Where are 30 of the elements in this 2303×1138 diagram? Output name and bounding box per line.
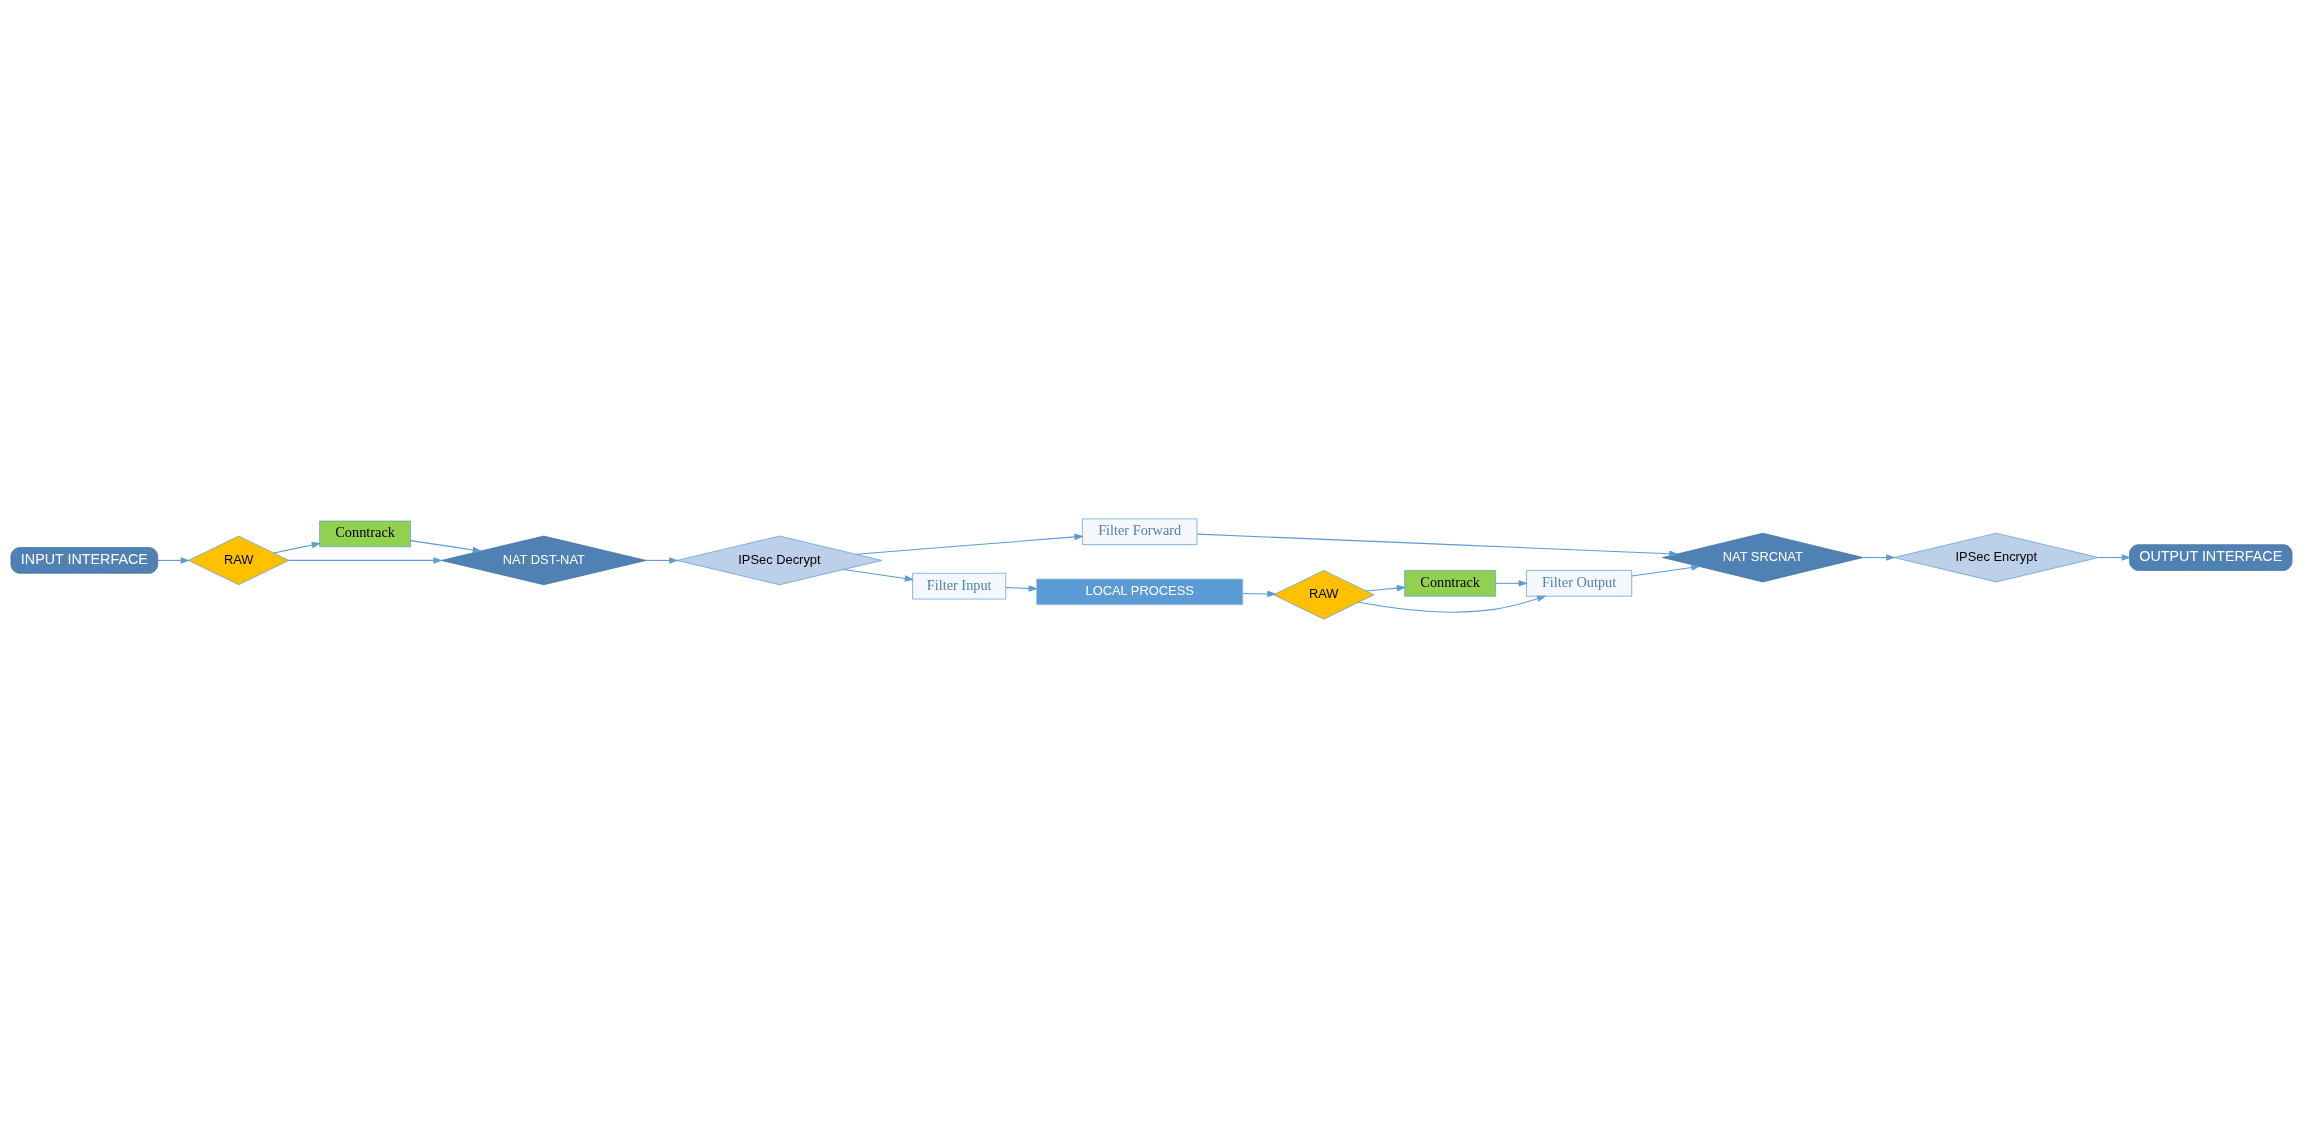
arrow [1358, 595, 1547, 613]
arrow [288, 557, 443, 564]
node-box: Filter Forward [1082, 518, 1198, 545]
node-diamond: NAT SRCNAT [1662, 532, 1864, 583]
node-box: Conntrack [319, 520, 411, 548]
arrow [1862, 554, 1896, 561]
node-box: LOCAL PROCESS [1036, 578, 1244, 606]
arrow [1196, 533, 1679, 557]
arrow [1242, 590, 1277, 598]
arrow [1631, 564, 1701, 577]
arrow [410, 540, 483, 554]
node-box: Conntrack [1404, 570, 1496, 597]
arrow [645, 557, 679, 564]
node-box: Filter Output [1526, 570, 1633, 597]
arrow [855, 533, 1084, 555]
node-diamond: IPSec Encrypt [1893, 532, 2100, 583]
node-diamond: RAW [188, 535, 290, 586]
arrow [273, 541, 322, 554]
arrow [1365, 584, 1407, 592]
node-box: OUTPUT INTERFACE [2129, 544, 2293, 571]
arrow [157, 557, 190, 564]
node-box: Filter Input [912, 572, 1007, 600]
arrow [2098, 554, 2132, 561]
arrow [843, 569, 914, 582]
arrow [1495, 580, 1528, 587]
arrow [1005, 585, 1038, 592]
node-diamond: NAT DST-NAT [441, 535, 647, 586]
node-diamond: RAW [1273, 570, 1375, 620]
node-box: INPUT INTERFACE [10, 547, 159, 574]
node-diamond: IPSec Decrypt [676, 535, 883, 586]
